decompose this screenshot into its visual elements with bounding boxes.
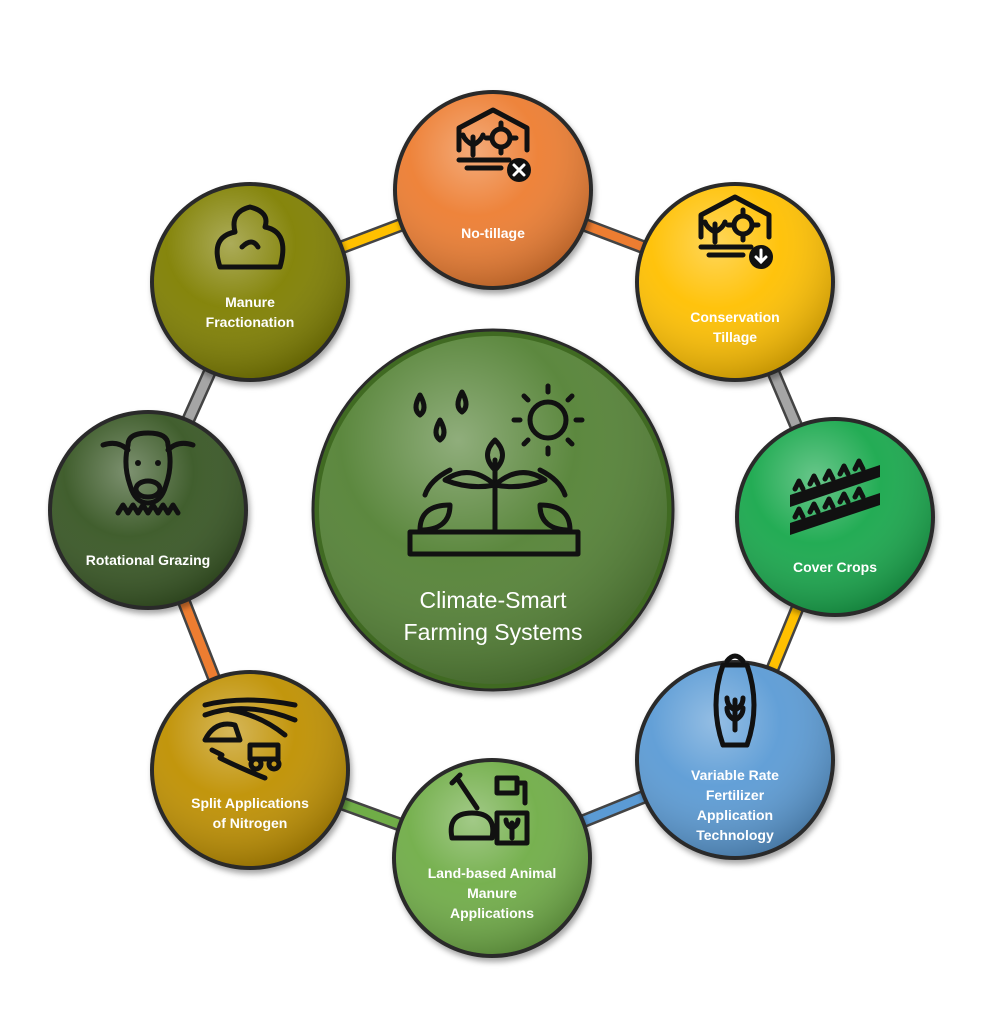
node-gloss <box>639 664 831 856</box>
node-label: Manure <box>225 294 275 310</box>
node-gloss <box>639 186 831 378</box>
node-label: Land-based Animal <box>428 865 557 881</box>
center-hub: Climate-Smart Farming Systems <box>311 328 675 692</box>
center-title-line-2: Farming Systems <box>404 619 583 645</box>
node-variable-rate: Variable RateFertilizerApplicationTechno… <box>635 656 835 860</box>
node-rotational-grazing: Rotational Grazing <box>48 410 248 610</box>
node-label: Split Applications <box>191 795 309 811</box>
node-no-tillage: No-tillage <box>393 90 593 290</box>
node-label: Manure <box>467 885 517 901</box>
node-label: Tillage <box>713 329 757 345</box>
node-label: No-tillage <box>461 225 525 241</box>
node-label: Cover Crops <box>793 559 877 575</box>
center-title-line-1: Climate-Smart <box>420 587 568 613</box>
plant-weather-icon <box>407 383 585 557</box>
node-label: Fertilizer <box>706 787 765 803</box>
node-label: Fractionation <box>206 314 295 330</box>
node-gloss <box>154 186 346 378</box>
node-gloss <box>396 762 588 954</box>
node-split-nitrogen: Split Applications of Nitrogen <box>150 670 350 870</box>
node-gloss <box>397 94 589 286</box>
node-label: of Nitrogen <box>213 815 288 831</box>
node-label: Applications <box>450 905 534 921</box>
node-cover-crops: Cover Crops <box>735 417 935 617</box>
node-label: Technology <box>696 827 774 843</box>
node-label: Variable Rate <box>691 767 779 783</box>
node-label: Conservation <box>690 309 779 325</box>
node-label: Rotational Grazing <box>86 552 210 568</box>
node-label: Application <box>697 807 773 823</box>
